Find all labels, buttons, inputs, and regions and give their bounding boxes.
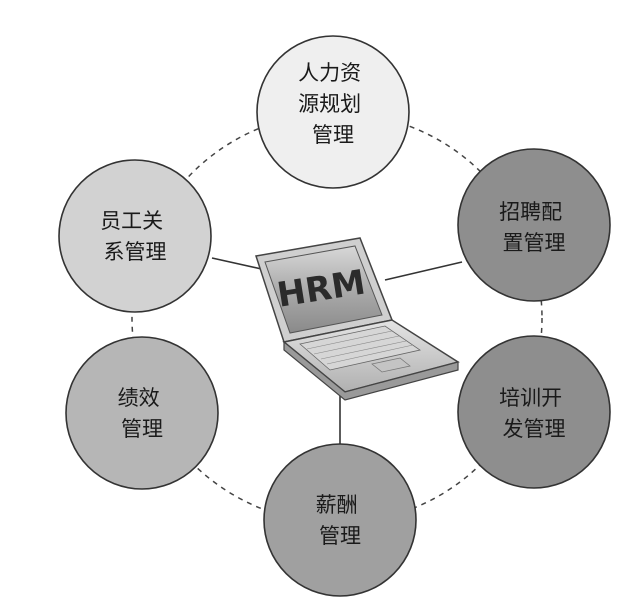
node-label: 招聘配 置管理 bbox=[499, 200, 569, 255]
node-label: 员工关 系管理 bbox=[100, 209, 170, 264]
node-label: 薪酬 管理 bbox=[316, 493, 365, 548]
node-line: 源规划 bbox=[298, 92, 361, 116]
node-line: 管理 bbox=[121, 417, 163, 441]
node-circle bbox=[65, 336, 219, 490]
node-label: 绩效 管理 bbox=[118, 386, 167, 441]
node-line: 人力资 bbox=[298, 61, 361, 85]
node-training: 培训开 发管理 bbox=[457, 335, 611, 489]
node-line: 管理 bbox=[312, 123, 354, 147]
node-circle bbox=[58, 159, 212, 313]
laptop-icon: HRM bbox=[255, 237, 460, 401]
node-line: 招聘配 bbox=[499, 200, 562, 224]
node-line: 培训开 bbox=[499, 386, 562, 410]
node-hr-planning: 人力资 源规划 管理 bbox=[256, 35, 410, 189]
node-line: 系管理 bbox=[104, 240, 167, 264]
node-line: 管理 bbox=[319, 524, 361, 548]
node-compensation: 薪酬 管理 bbox=[263, 443, 417, 597]
node-circle bbox=[457, 148, 611, 302]
node-label: 培训开 发管理 bbox=[499, 386, 569, 441]
node-circle bbox=[256, 35, 410, 189]
connector-recruitment bbox=[384, 261, 463, 281]
laptop-base-edge bbox=[283, 340, 459, 401]
node-label: 人力资 源规划 管理 bbox=[298, 61, 368, 147]
laptop-screen bbox=[264, 245, 383, 334]
node-circle bbox=[457, 335, 611, 489]
laptop-keyboard bbox=[299, 325, 421, 371]
node-line: 薪酬 bbox=[316, 493, 358, 517]
node-line: 发管理 bbox=[503, 417, 566, 441]
node-recruitment: 招聘配 置管理 bbox=[457, 148, 611, 302]
node-performance: 绩效 管理 bbox=[65, 336, 219, 490]
node-employee-relations: 员工关 系管理 bbox=[58, 159, 212, 313]
node-line: 绩效 bbox=[118, 386, 160, 410]
node-circle bbox=[263, 443, 417, 597]
laptop-touchpad bbox=[371, 357, 411, 373]
node-line: 员工关 bbox=[100, 209, 163, 233]
node-line: 置管理 bbox=[503, 231, 566, 255]
keyboard-keys bbox=[306, 330, 414, 365]
